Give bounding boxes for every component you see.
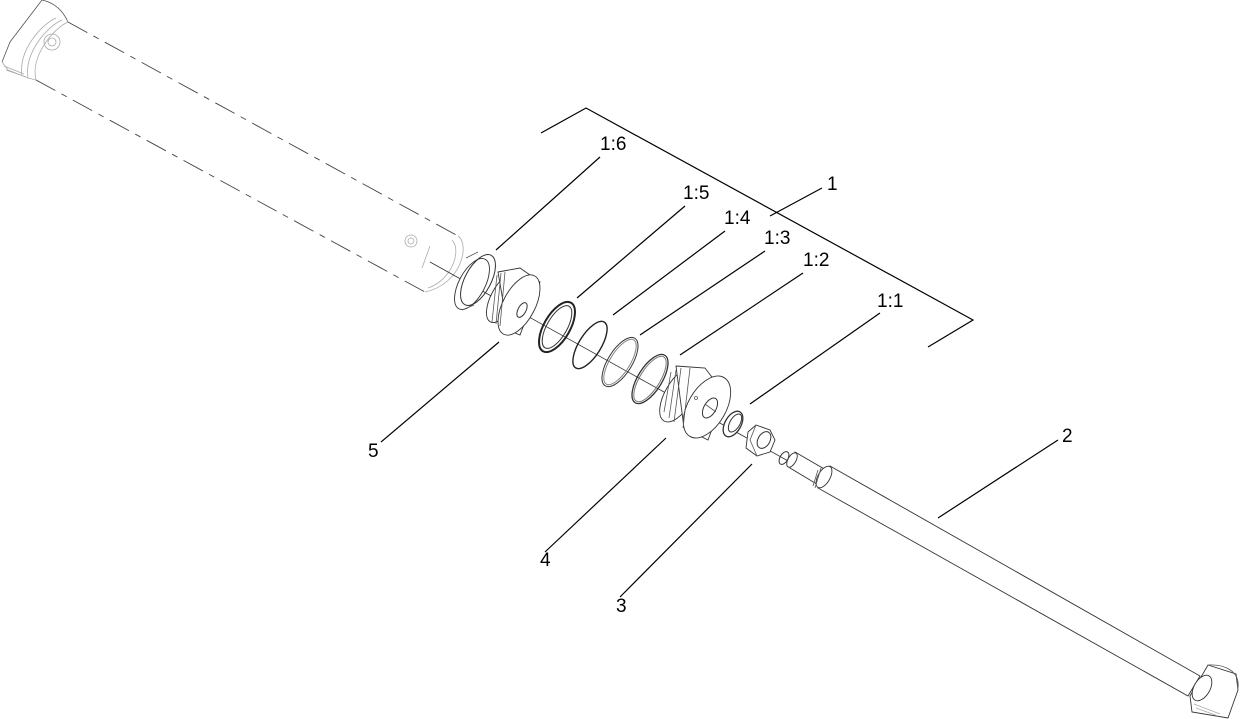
leader-1-2 — [679, 272, 804, 356]
leader-3 — [619, 463, 753, 598]
cylinder-barrel — [1, 0, 464, 293]
callout-1-3: 1:3 — [764, 228, 790, 249]
callout-4: 4 — [540, 550, 551, 571]
gland-wear-ring — [454, 251, 496, 311]
callout-1-6: 1:6 — [600, 134, 626, 155]
piston — [659, 365, 732, 441]
callout-3: 3 — [616, 596, 627, 617]
leader-1-5 — [576, 205, 686, 299]
leader-1-4 — [612, 230, 726, 316]
o-ring — [572, 320, 608, 370]
leader-1-6 — [495, 156, 601, 251]
gland — [486, 267, 541, 336]
leader-4 — [544, 437, 667, 553]
callout-1-1: 1:1 — [877, 291, 903, 312]
backup-ring — [601, 336, 639, 388]
leader-5 — [380, 341, 500, 443]
leader-1 — [769, 187, 823, 217]
o-ring-large — [631, 353, 669, 405]
seal-kit-bracket — [540, 107, 975, 348]
callout-labels: 1 1:1 1:2 1:3 1:4 1:5 1:6 2 3 4 5 — [368, 134, 1073, 617]
leader-1-3 — [639, 250, 766, 336]
leader-2 — [937, 439, 1059, 519]
leader-lines — [380, 156, 1059, 598]
piston-rod — [786, 451, 1239, 719]
callout-1-2: 1:2 — [803, 250, 829, 271]
callout-1-5: 1:5 — [683, 183, 709, 204]
callout-5: 5 — [368, 441, 379, 462]
lock-nut — [745, 424, 776, 457]
leader-1-1 — [749, 312, 881, 405]
callout-2: 2 — [1062, 426, 1073, 447]
piston-seal — [722, 410, 744, 438]
callout-1-4: 1:4 — [724, 208, 751, 229]
rod-seal — [538, 300, 576, 354]
callout-1: 1 — [827, 174, 838, 195]
